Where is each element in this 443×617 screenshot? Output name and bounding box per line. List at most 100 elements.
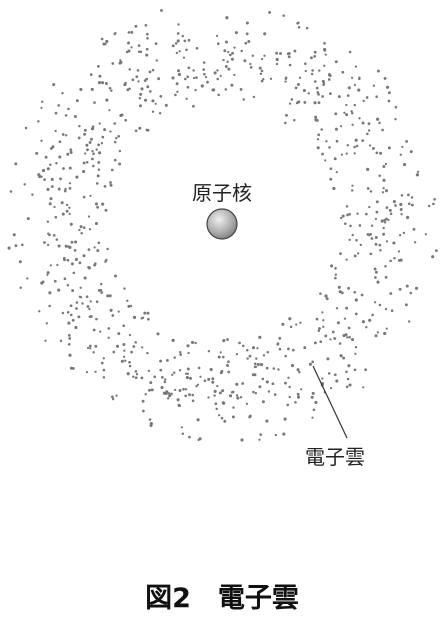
- electron-dot: [409, 291, 413, 295]
- electron-dot: [390, 309, 394, 312]
- electron-dot: [245, 21, 249, 25]
- electron-dot: [92, 152, 95, 156]
- electron-dot: [287, 55, 291, 59]
- electron-dot: [159, 368, 163, 372]
- electron-dot: [278, 336, 282, 340]
- electron-dot: [12, 233, 16, 237]
- electron-dot: [187, 66, 191, 70]
- electron-dot: [69, 222, 73, 226]
- electron-dot: [105, 98, 109, 102]
- electron-dot: [378, 174, 381, 178]
- electron-dot: [299, 321, 302, 324]
- electron-dot: [325, 140, 328, 143]
- electron-dot: [296, 392, 300, 396]
- electron-dot: [139, 104, 142, 108]
- electron-dot: [260, 69, 264, 73]
- electron-dot: [207, 377, 211, 381]
- electron-dot: [9, 190, 13, 193]
- electron-dot: [358, 76, 361, 79]
- electron-dot: [307, 92, 310, 95]
- electron-dot: [323, 64, 326, 67]
- electron-dot: [323, 41, 326, 45]
- electron-dot: [7, 246, 11, 250]
- electron-dot: [321, 95, 324, 98]
- electron-dot: [230, 57, 234, 61]
- electron-dot: [339, 354, 343, 358]
- electron-dot: [238, 341, 241, 345]
- electron-dot: [343, 222, 347, 225]
- electron-dot: [388, 208, 392, 212]
- electron-dot: [334, 266, 337, 270]
- electron-dot: [50, 177, 54, 181]
- electron-dot: [265, 419, 269, 423]
- electron-dot: [96, 249, 100, 253]
- electron-dot: [320, 128, 323, 131]
- electron-dot: [334, 273, 337, 276]
- electron-dot: [178, 389, 182, 392]
- electron-dot: [224, 88, 228, 91]
- electron-dot: [206, 80, 209, 84]
- electron-dot: [86, 148, 89, 152]
- electron-dot: [102, 376, 106, 379]
- electron-dot: [284, 381, 287, 385]
- electron-dot: [98, 74, 102, 78]
- electron-dot: [195, 385, 198, 388]
- electron-dot: [78, 261, 82, 265]
- electron-dot: [126, 299, 129, 303]
- electron-dot: [89, 73, 93, 76]
- electron-dot: [295, 323, 298, 326]
- electron-dot: [178, 50, 181, 53]
- electron-dot: [400, 194, 404, 197]
- electron-dot: [335, 170, 338, 174]
- electron-dot: [184, 372, 188, 375]
- electron-dot: [49, 163, 52, 166]
- electron-dot: [138, 126, 142, 130]
- electron-dot: [346, 377, 350, 381]
- electron-dot: [141, 346, 144, 349]
- electron-dot: [371, 146, 375, 150]
- electron-dot: [313, 55, 317, 58]
- electron-dot: [255, 357, 258, 360]
- electron-dot: [89, 300, 92, 303]
- electron-dot: [327, 372, 331, 375]
- electron-dot: [118, 162, 122, 166]
- electron-dot: [211, 88, 215, 92]
- electron-dot: [202, 68, 206, 71]
- electron-dot: [40, 139, 43, 142]
- electron-dot: [402, 231, 406, 235]
- electron-dot: [398, 234, 402, 237]
- electron-dot: [128, 360, 131, 364]
- electron-dot: [85, 370, 89, 374]
- electron-dot: [334, 112, 338, 116]
- electron-dot: [146, 36, 149, 40]
- electron-dot: [89, 347, 92, 350]
- electron-dot: [404, 303, 408, 307]
- electron-dot: [223, 49, 227, 53]
- electron-dot: [31, 193, 34, 196]
- electron-dot: [263, 32, 267, 36]
- electron-dot: [375, 95, 378, 98]
- electron-dot: [139, 92, 143, 96]
- electron-dot: [146, 85, 150, 89]
- electron-dot: [319, 340, 323, 344]
- electron-dot: [224, 65, 228, 68]
- electron-dot: [249, 66, 253, 69]
- electron-dot: [66, 310, 70, 314]
- electron-dot: [317, 101, 321, 105]
- electron-dot: [173, 356, 176, 359]
- electron-dot: [134, 370, 138, 373]
- electron-dot: [267, 390, 271, 393]
- electron-dot: [145, 32, 149, 36]
- electron-dot: [43, 241, 46, 244]
- electron-dot: [406, 215, 410, 220]
- electron-dot: [321, 79, 325, 83]
- electron-dot: [192, 104, 195, 108]
- electron-dot: [75, 307, 78, 310]
- electron-dot: [231, 390, 235, 394]
- electron-dot: [288, 52, 291, 55]
- electron-dot: [398, 287, 402, 291]
- electron-dot: [126, 88, 130, 92]
- electron-dot: [97, 241, 101, 245]
- electron-dot: [147, 317, 150, 321]
- electron-dot: [14, 244, 18, 248]
